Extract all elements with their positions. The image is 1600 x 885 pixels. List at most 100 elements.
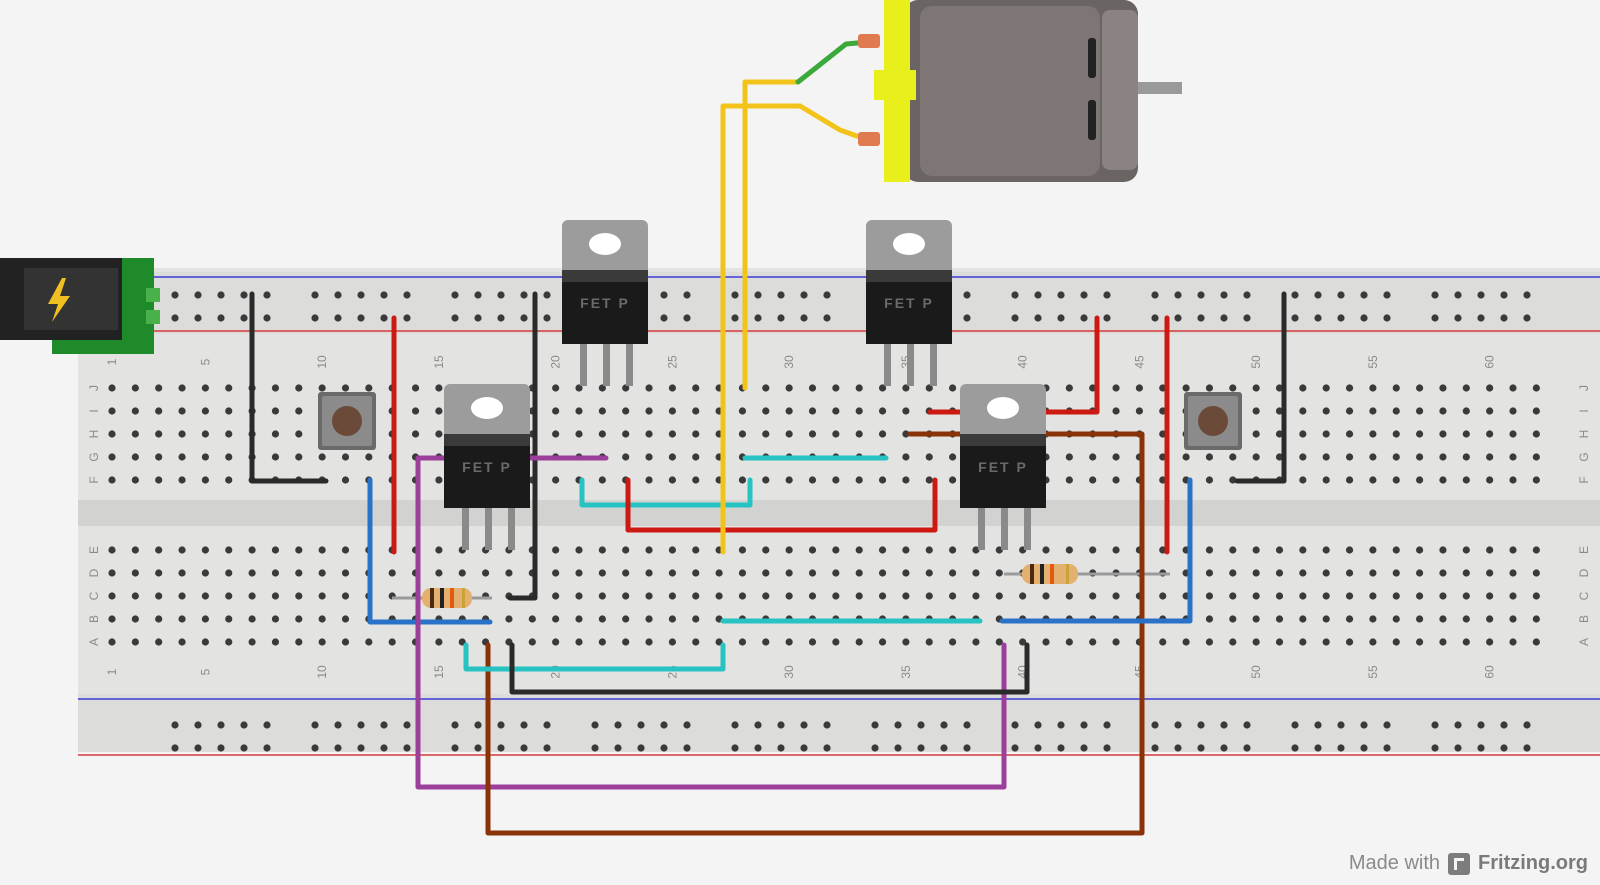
rail-hole [1500, 291, 1508, 299]
breadboard-hole [738, 430, 747, 438]
breadboard-hole [552, 476, 560, 484]
breadboard-hole [995, 638, 1003, 646]
breadboard-hole [1509, 592, 1517, 600]
breadboard-hole [1275, 569, 1284, 577]
breadboard-hole [295, 615, 303, 623]
breadboard-hole [1299, 546, 1307, 554]
breadboard-hole [575, 407, 583, 415]
row-letter: A [1577, 638, 1591, 646]
breadboard-hole [1416, 453, 1424, 461]
breadboard-hole [1439, 615, 1447, 623]
breadboard-hole [108, 476, 116, 484]
breadboard-hole [318, 384, 326, 392]
breadboard-hole [1462, 407, 1470, 415]
rail-hole [1034, 291, 1042, 299]
breadboard-hole [1019, 592, 1027, 600]
rail-hole [1500, 744, 1508, 752]
row-letter: H [87, 430, 101, 439]
row-letter: C [87, 591, 101, 600]
breadboard-hole [1532, 615, 1540, 623]
breadboard-hole [271, 638, 280, 646]
rail-hole [940, 721, 948, 729]
center-channel [78, 500, 1600, 526]
breadboard-hole [1392, 384, 1400, 392]
wire-blue-left [367, 477, 493, 625]
breadboard-hole [131, 569, 139, 577]
breadboard-hole [225, 592, 233, 600]
breadboard-hole [225, 453, 233, 461]
rail-hole [1220, 721, 1228, 729]
rail-hole [660, 291, 668, 299]
breadboard-hole [411, 407, 420, 415]
fet-body [562, 282, 648, 344]
breadboard-hole [131, 384, 139, 392]
breadboard-hole [785, 407, 793, 415]
breadboard-hole [1112, 384, 1120, 392]
breadboard-hole [808, 407, 817, 415]
breadboard-hole [1369, 615, 1377, 623]
breadboard-hole [1416, 430, 1424, 438]
breadboard-hole [762, 569, 770, 577]
rail-hole [1080, 744, 1088, 752]
breadboard-hole [785, 384, 793, 392]
breadboard-hole [1275, 638, 1284, 646]
column-number: 35 [899, 665, 913, 679]
breadboard-hole [411, 384, 420, 392]
rail-hole [380, 721, 388, 729]
breadboard-hole [1089, 546, 1097, 554]
rail-hole [1477, 314, 1485, 322]
breadboard-hole [692, 476, 700, 484]
rail-hole [451, 314, 459, 322]
fritzing-brand-link[interactable]: Fritzing.org [1478, 852, 1588, 874]
breadboard-hole [155, 430, 163, 438]
rail-hole [311, 744, 319, 752]
breadboard-hole [201, 407, 209, 415]
rail-hole [380, 291, 388, 299]
breadboard-hole [692, 453, 700, 461]
breadboard-hole [738, 476, 747, 484]
breadboard-hole [341, 569, 350, 577]
breadboard-hole [1065, 384, 1073, 392]
breadboard-hole [552, 615, 560, 623]
breadboard-hole [1229, 384, 1237, 392]
breadboard-hole [762, 476, 770, 484]
wire-black-bottom [509, 642, 1030, 695]
rail-hole [403, 744, 411, 752]
breadboard-hole [832, 407, 840, 415]
breadboard-hole [575, 615, 583, 623]
breadboard-hole [1345, 453, 1354, 461]
rail-hole [451, 721, 459, 729]
breadboard-hole [972, 638, 980, 646]
breadboard-hole [1135, 407, 1143, 415]
breadboard-hole [622, 569, 630, 577]
breadboard-hole [225, 407, 233, 415]
breadboard-hole [1486, 476, 1494, 484]
breadboard-hole [598, 430, 606, 438]
rail-hole [1197, 721, 1205, 729]
fet-leg [508, 508, 515, 550]
fet-hole [471, 397, 503, 419]
rail-hole [1291, 314, 1299, 322]
row-letter: G [87, 452, 101, 461]
rail-hole [1011, 721, 1019, 729]
breadboard-hole [925, 546, 933, 554]
breadboard-hole [1229, 546, 1237, 554]
breadboard-hole [271, 569, 280, 577]
fet-label: FET P [884, 295, 934, 311]
rail-hole [217, 291, 225, 299]
breadboard-hole [1205, 476, 1214, 484]
breadboard-hole [668, 430, 677, 438]
breadboard-hole [1416, 384, 1424, 392]
rail-hole [963, 291, 971, 299]
breadboard-hole [645, 569, 653, 577]
rail-hole [1454, 291, 1462, 299]
breadboard-hole [341, 453, 350, 461]
bottom-power-rail [78, 694, 1600, 752]
breadboard-hole [225, 569, 233, 577]
row-letter: B [87, 615, 101, 623]
breadboard-hole [808, 546, 817, 554]
breadboard-hole [201, 384, 209, 392]
breadboard-hole [1486, 384, 1494, 392]
breadboard-hole [1182, 453, 1190, 461]
column-number: 15 [432, 355, 446, 369]
